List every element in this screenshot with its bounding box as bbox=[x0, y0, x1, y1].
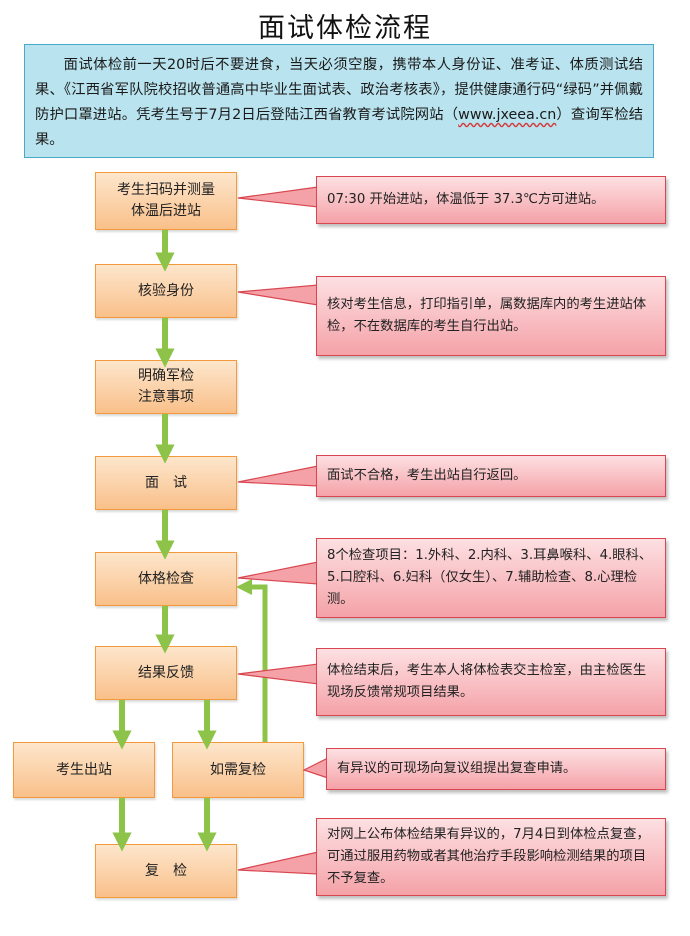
note-text: 有异议的可现场向复议组提出复查申请。 bbox=[337, 761, 577, 776]
arrow-recheck-return-to-exam bbox=[235, 578, 268, 742]
website-link[interactable]: www.jxeea.cn bbox=[458, 107, 557, 123]
step-label: 考生扫码并测量 体温后进站 bbox=[117, 182, 215, 219]
callout-pointer-recheck bbox=[237, 851, 319, 875]
note-recheck: 对网上公布体检结果有异议的，7月4日到体检点复查，可通过服用药物或者其他治疗手段… bbox=[316, 818, 666, 896]
note-exam-items: 8个检查项目：1.外科、2.内科、3.耳鼻喉科、4.眼科、5.口腔科、6.妇科（… bbox=[316, 538, 666, 618]
note-text: 体检结束后，考生本人将体检表交主检室，由主检医生现场反馈常规项目结果。 bbox=[327, 663, 647, 700]
step-result-feedback: 结果反馈 bbox=[95, 646, 237, 700]
step-scan-and-temperature: 考生扫码并测量 体温后进站 bbox=[95, 172, 237, 230]
step-candidate-exit: 考生出站 bbox=[13, 742, 155, 798]
callout-pointer-interview bbox=[237, 465, 319, 487]
callout-pointer-recheck-if-needed bbox=[302, 757, 329, 779]
note-verify: 核对考生信息，打印指引单，属数据库内的考生进站体检，不在数据库的考生自行出站。 bbox=[316, 276, 666, 356]
intro-box: 面试体检前一天20时后不要进食，当天必须空腹，携带本人身份证、准考证、体质测试结… bbox=[24, 44, 654, 158]
note-text: 8个检查项目：1.外科、2.内科、3.耳鼻喉科、4.眼科、5.口腔科、6.妇科（… bbox=[327, 548, 653, 607]
step-label: 核验身份 bbox=[138, 282, 194, 299]
page-title: 面试体检流程 bbox=[258, 13, 432, 44]
step-interview: 面 试 bbox=[95, 456, 237, 510]
step-label: 体格检查 bbox=[138, 570, 194, 587]
note-recheck-if-needed: 有异议的可现场向复议组提出复查申请。 bbox=[326, 748, 666, 790]
intro-text: 面试体检前一天20时后不要进食，当天必须空腹，携带本人身份证、准考证、体质测试结… bbox=[35, 57, 643, 123]
step-label: 结果反馈 bbox=[138, 664, 194, 681]
callout-pointer-verify bbox=[237, 284, 319, 306]
note-feedback: 体检结束后，考生本人将体检表交主检室，由主检医生现场反馈常规项目结果。 bbox=[316, 648, 666, 716]
step-verify-identity: 核验身份 bbox=[95, 264, 237, 318]
step-label: 复 检 bbox=[145, 862, 187, 879]
step-military-exam-notice: 明确军检 注意事项 bbox=[95, 360, 237, 414]
step-recheck: 复 检 bbox=[95, 844, 237, 898]
step-label: 考生出站 bbox=[56, 761, 112, 778]
note-text: 07:30 开始进站，体温低于 37.3℃方可进站。 bbox=[327, 192, 605, 207]
callout-pointer-scan bbox=[237, 186, 319, 208]
note-text: 面试不合格，考生出站自行返回。 bbox=[327, 468, 527, 483]
callout-pointer-exam bbox=[237, 561, 319, 585]
note-text: 对网上公布体检结果有异议的，7月4日到体检点复查，可通过服用药物或者其他治疗手段… bbox=[327, 827, 650, 886]
note-interview: 面试不合格，考生出站自行返回。 bbox=[316, 455, 666, 497]
note-text: 核对考生信息，打印指引单，属数据库内的考生进站体检，不在数据库的考生自行出站。 bbox=[327, 297, 647, 334]
step-recheck-if-needed: 如需复检 bbox=[172, 742, 304, 798]
step-label: 如需复检 bbox=[210, 761, 266, 778]
step-label: 明确军检 注意事项 bbox=[138, 368, 194, 405]
step-label: 面 试 bbox=[145, 474, 187, 491]
step-physical-exam: 体格检查 bbox=[95, 552, 237, 606]
intro-text-end: ）查询军检结果。 bbox=[35, 107, 643, 148]
note-scan: 07:30 开始进站，体温低于 37.3℃方可进站。 bbox=[316, 176, 666, 224]
callout-pointer-feedback bbox=[237, 663, 319, 685]
